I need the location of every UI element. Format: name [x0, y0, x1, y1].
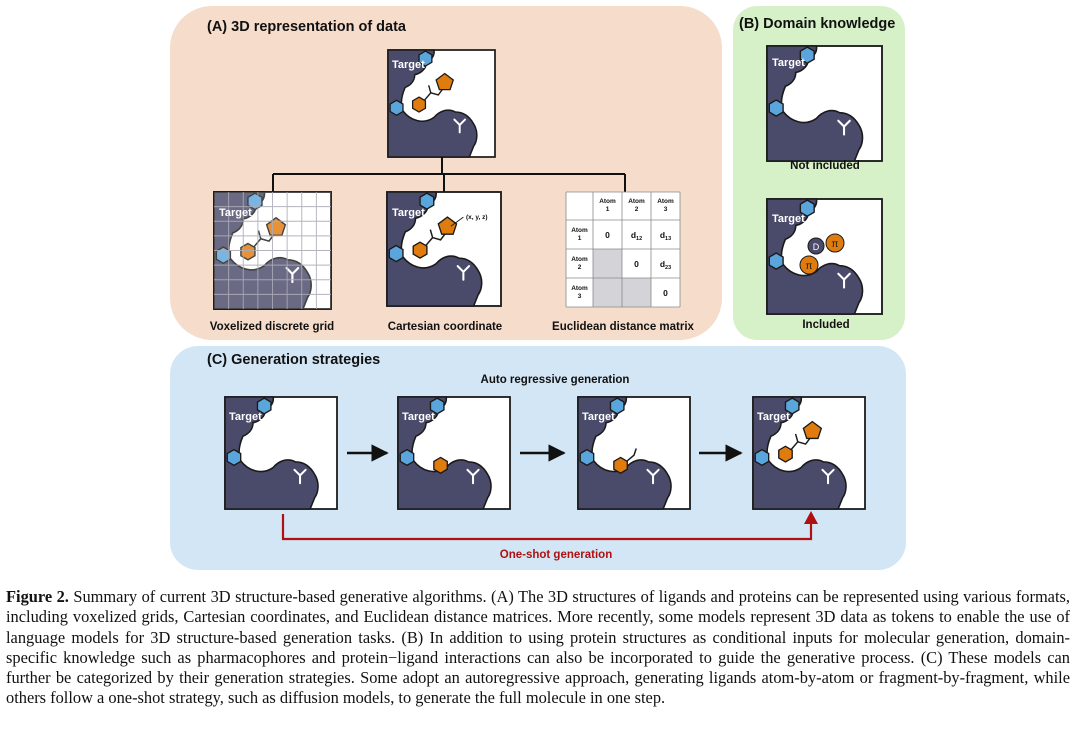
- figure-diagram: (A) 3D representation of data Target Tar…: [170, 6, 906, 570]
- matrix-cell: [622, 249, 651, 278]
- figure-caption: Figure 2. Summary of current 3D structur…: [6, 587, 1070, 709]
- matrix-row-header: Atom: [571, 256, 588, 263]
- panel-a-tree-connector: [272, 157, 626, 192]
- donor-feature: [807, 237, 825, 255]
- pi-feature-1-label: π: [832, 239, 839, 250]
- step-3-target-label: Target: [582, 411, 615, 423]
- matrix-cell: [622, 278, 651, 307]
- matrix-row-header: Atom: [571, 227, 588, 234]
- matrix-col-header: Atom: [628, 198, 645, 205]
- panel-a-label-voxel: Voxelized discrete grid: [210, 321, 334, 333]
- panel-a-cartesian-protein: [385, 190, 503, 308]
- matrix-row-header: 2: [578, 264, 582, 271]
- matrix-cell: [593, 278, 622, 307]
- panel-b-target-label-2: Target: [772, 213, 805, 225]
- generation-step-3: [576, 395, 692, 511]
- matrix-cell: [593, 220, 622, 249]
- step-1-target-label: Target: [229, 411, 262, 423]
- pi-feature-2-label: π: [806, 261, 813, 272]
- panel-c-title: (C) Generation strategies: [207, 352, 380, 368]
- caption-text: Summary of current 3D structure-based ge…: [6, 587, 1070, 708]
- matrix-value: d13: [660, 230, 671, 242]
- panel-c-background: [170, 346, 906, 570]
- panel-a-top-target-label: Target: [392, 59, 425, 71]
- matrix-col-header: 2: [635, 206, 639, 213]
- coordinate-annotation: (x, y, z): [466, 214, 488, 221]
- matrix-cell: [651, 220, 680, 249]
- auto-regressive-label: Auto regressive generation: [481, 374, 630, 386]
- matrix-value: d12: [631, 230, 642, 242]
- matrix-cell: [651, 249, 680, 278]
- matrix-value: 0: [605, 230, 610, 240]
- panel-a-label-matrix: Euclidean distance matrix: [552, 321, 694, 333]
- panel-b-target-label-1: Target: [772, 57, 805, 69]
- panel-a-title: (A) 3D representation of data: [207, 19, 407, 35]
- matrix-cell: [593, 249, 622, 278]
- matrix-row-header: Atom: [571, 285, 588, 292]
- matrix-col-header: 1: [606, 206, 610, 213]
- panel-b-included-label: Included: [802, 319, 849, 331]
- matrix-cell: [622, 220, 651, 249]
- pharmacophore-features: D π π: [799, 233, 845, 275]
- caption-label: Figure 2.: [6, 587, 69, 606]
- matrix-col-header: Atom: [657, 198, 674, 205]
- matrix-col-header: 3: [664, 206, 668, 213]
- panel-a-label-cartesian: Cartesian coordinate: [388, 321, 502, 333]
- panel-b-title: (B) Domain knowledge: [739, 16, 895, 32]
- generation-step-2: [396, 395, 512, 511]
- matrix-value: 0: [663, 288, 668, 298]
- one-shot-arrow: [281, 511, 818, 541]
- panel-a-voxel-protein: [212, 190, 333, 311]
- matrix-grid: [565, 191, 681, 308]
- matrix-cell: [651, 278, 680, 307]
- matrix-value: d23: [660, 259, 671, 271]
- matrix-row-header: 3: [578, 293, 582, 300]
- pi-feature-1: [825, 233, 845, 253]
- pi-feature-2: [799, 255, 819, 275]
- matrix-row-header: 1: [578, 235, 582, 242]
- step-4-target-label: Target: [757, 411, 790, 423]
- one-shot-label: One-shot generation: [500, 549, 612, 561]
- panel-b-not-included-label: Not included: [790, 160, 860, 172]
- donor-feature-label: D: [813, 242, 820, 252]
- panel-a-voxel-target-label: Target: [219, 207, 252, 219]
- panel-a-cartesian-target-label: Target: [392, 207, 425, 219]
- step-2-target-label: Target: [402, 411, 435, 423]
- matrix-col-header: Atom: [599, 198, 616, 205]
- matrix-value: 0: [634, 259, 639, 269]
